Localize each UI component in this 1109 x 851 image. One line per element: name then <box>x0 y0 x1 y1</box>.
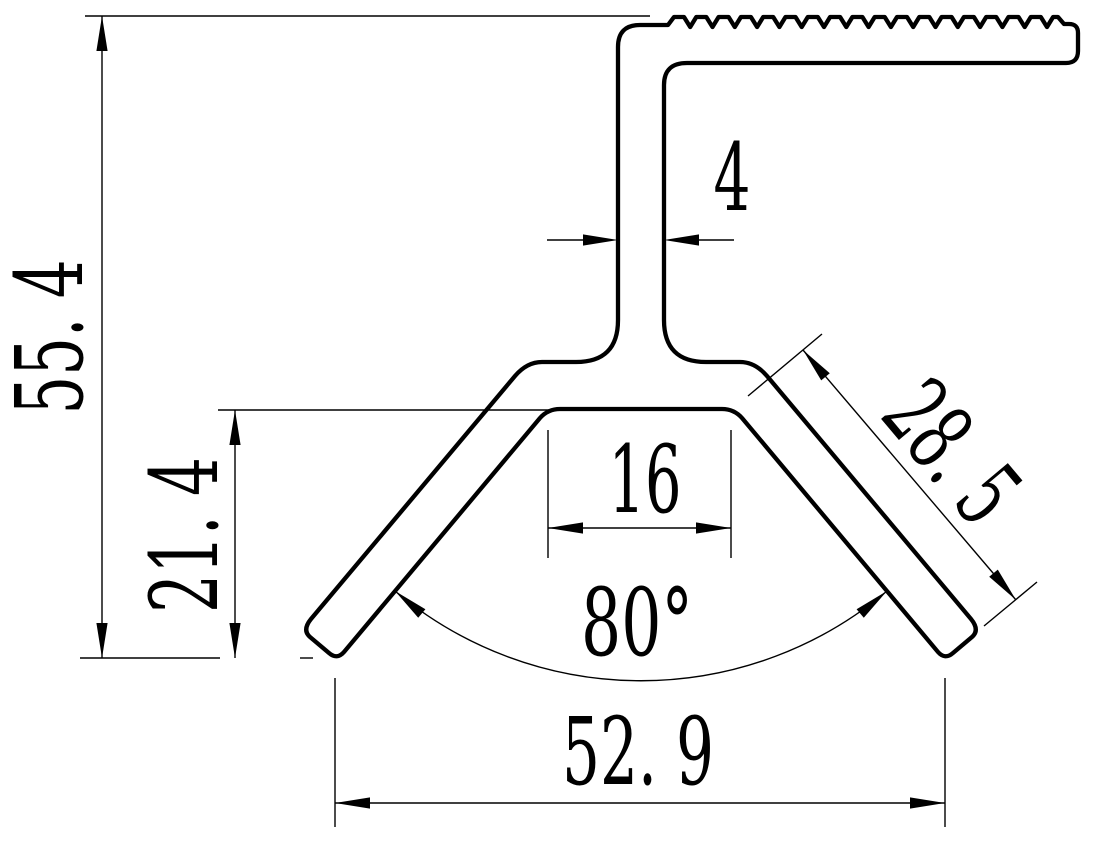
dim-arrow <box>229 623 241 658</box>
dim-leg-angle: 80° <box>391 569 891 682</box>
dim-stem-thickness: 4 <box>547 124 751 246</box>
dim-arrow <box>548 522 583 534</box>
dim-label-stem-thickness: 4 <box>714 124 751 233</box>
profile-outline <box>304 14 1081 659</box>
dim-label-total-height: 55. 4 <box>0 260 105 415</box>
dim-arrow <box>664 234 699 246</box>
dim-arrow <box>910 797 945 809</box>
extension-line <box>983 581 1038 627</box>
dim-arrow <box>229 410 241 445</box>
dim-slot-width: 16 <box>547 426 732 558</box>
extension-line <box>747 333 823 397</box>
dim-leg-height: 21. 4 <box>131 409 552 658</box>
dim-arrow <box>96 623 108 658</box>
dim-arrow <box>583 234 618 246</box>
dim-label-slot-width: 16 <box>609 426 682 535</box>
dimension-line <box>802 349 1017 601</box>
angle-arc <box>394 590 888 682</box>
dim-total-height: 55. 4 <box>0 15 650 659</box>
dim-arrow <box>96 16 108 51</box>
dim-label-leg-height: 21. 4 <box>131 457 240 613</box>
dim-arrow <box>335 797 370 809</box>
dim-label-base-width: 52. 9 <box>562 698 714 807</box>
dim-base-width: 52. 9 <box>334 678 946 827</box>
dim-arrow <box>696 522 731 534</box>
dim-label-leg-angle: 80° <box>581 569 693 678</box>
